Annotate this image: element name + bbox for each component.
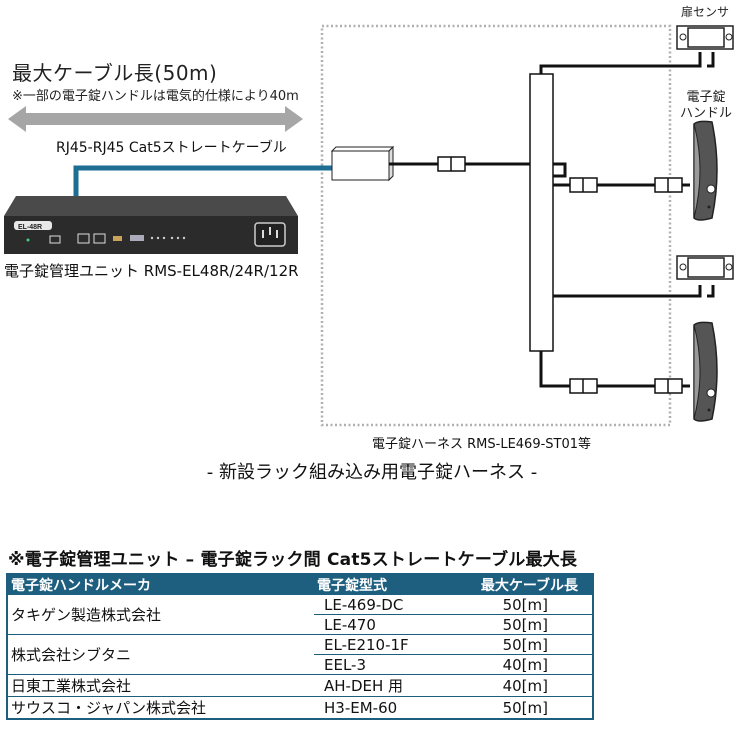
- handle-label-line1: 電子錠: [686, 90, 726, 105]
- model-cell: H3-EM-60: [314, 696, 460, 720]
- electronic-lock-handle-icon: [693, 321, 718, 422]
- header-max-length: 最大ケーブル長: [460, 574, 593, 595]
- table-row: EEL-3 40[m]: [7, 654, 593, 675]
- model-cell: EEL-3: [314, 654, 460, 675]
- management-unit: [4, 196, 298, 254]
- table-row: 日東工業株式会社 AH-DEH 用 40[m]: [7, 674, 593, 697]
- model-cell: EL-E210-1F: [314, 634, 460, 655]
- length-cell: 50[m]: [460, 634, 593, 655]
- table-header-row: 電子錠ハンドルメーカ 電子錠型式 最大ケーブル長: [7, 574, 593, 595]
- distribution-bar: [529, 73, 554, 352]
- connector: [437, 156, 466, 172]
- table-row: タキゲン製造株式会社 LE-469-DC 50[m]: [7, 595, 593, 635]
- maker-cell: 日東工業株式会社: [7, 674, 314, 697]
- table-row: サウスコ・ジャパン株式会社 H3-EM-60 50[m]: [7, 696, 593, 720]
- length-cell: 50[m]: [460, 696, 593, 720]
- unit-model-badge: EL-48R: [18, 224, 42, 231]
- length-cell: 50[m]: [460, 614, 593, 635]
- table-row: LE-470 50[m]: [7, 614, 593, 635]
- door-sensor-icon: [676, 255, 734, 280]
- connector: [569, 378, 683, 394]
- rack-boundary: [320, 24, 672, 427]
- length-cell: 40[m]: [460, 654, 593, 675]
- max-cable-length-title: 最大ケーブル長(50m): [12, 61, 218, 85]
- cable-length-table: 電子錠ハンドルメーカ 電子錠型式 最大ケーブル長 タキゲン製造株式会社 LE-4…: [6, 573, 594, 720]
- door-sensor-icon: [676, 25, 734, 50]
- harness-box: [330, 145, 395, 182]
- connector: [569, 177, 683, 193]
- handle-label-line2: ハンドル: [679, 106, 732, 121]
- wiring-diagram: EL-48R: [4, 24, 734, 427]
- table-title: ※電子錠管理ユニット – 電子錠ラック間 Cat5ストレートケーブル最大長: [8, 550, 578, 570]
- header-maker: 電子錠ハンドルメーカ: [7, 574, 314, 595]
- electronic-lock-handle-icon: [693, 120, 718, 221]
- header-model: 電子錠型式: [314, 574, 460, 595]
- cat5-cable: [73, 165, 332, 196]
- model-cell: LE-470: [314, 614, 460, 635]
- length-cell: 50[m]: [460, 595, 593, 615]
- table-row: 株式会社シブタニ EL-E210-1F 50[m]: [7, 634, 593, 675]
- maker-cell: 株式会社シブタニ: [7, 634, 314, 675]
- diagram-caption: - 新設ラック組み込み用電子錠ハーネス -: [206, 462, 538, 483]
- length-cell: 40[m]: [460, 674, 593, 697]
- maker-cell: サウスコ・ジャパン株式会社: [7, 696, 314, 720]
- harness-label: 電子錠ハーネス RMS-LE469-ST01等: [372, 437, 592, 452]
- door-sensor-label: 扉センサ: [681, 5, 730, 19]
- model-cell: LE-469-DC: [314, 595, 460, 615]
- management-unit-label: 電子錠管理ユニット RMS-EL48R/24R/12R: [4, 262, 299, 280]
- max-length-arrow: [8, 106, 303, 132]
- max-cable-length-note: ※一部の電子錠ハンドルは電気的仕様により40m: [12, 89, 299, 104]
- maker-cell: タキゲン製造株式会社: [7, 595, 314, 635]
- cable-label: RJ45-RJ45 Cat5ストレートケーブル: [56, 140, 287, 156]
- model-cell: AH-DEH 用: [314, 674, 460, 697]
- handle-label: 電子錠 ハンドル: [676, 90, 736, 122]
